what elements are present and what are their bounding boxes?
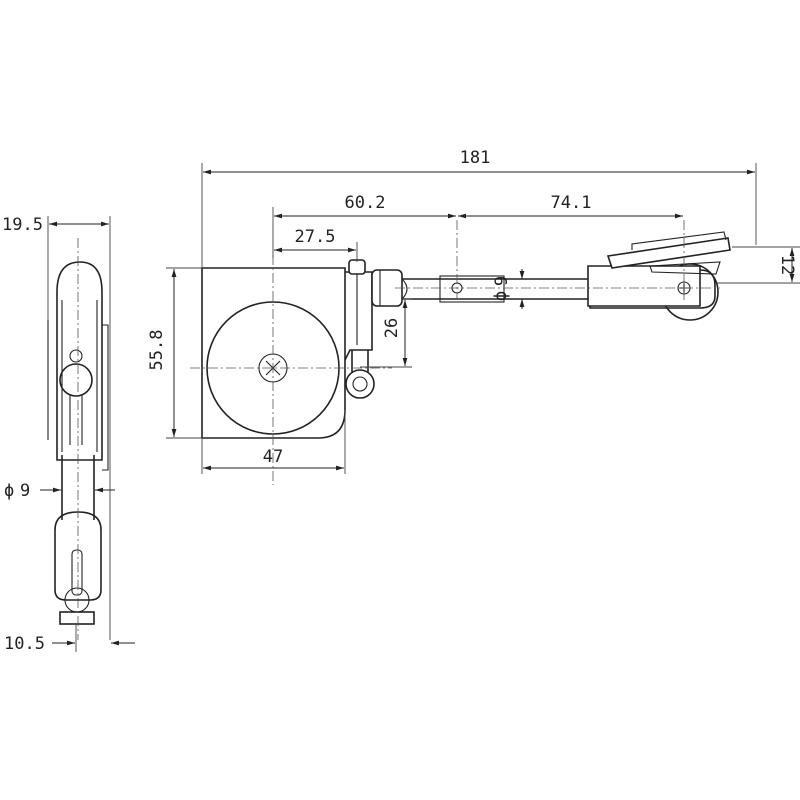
lower-knob <box>345 369 375 399</box>
side-knob <box>59 363 93 397</box>
mounting-plate <box>606 237 731 269</box>
side-housing <box>56 261 103 461</box>
side-housing-flange <box>47 320 109 471</box>
dim-60-2: 60.2 <box>345 193 386 213</box>
dim-10-5: 10.5 <box>4 634 45 654</box>
dim-rod-diameter-symbol: ϕ <box>491 291 511 301</box>
pivot-bracket <box>344 271 373 361</box>
rod <box>402 278 595 300</box>
front-view <box>190 220 731 485</box>
side-clamp <box>54 511 102 601</box>
dim-181: 181 <box>460 148 491 168</box>
rod-nose <box>401 278 408 300</box>
knob-link <box>351 350 369 372</box>
side-housing-inner <box>61 300 98 452</box>
side-knob-inner <box>69 349 83 363</box>
dim-47: 47 <box>263 447 283 467</box>
dim-26: 26 <box>382 318 402 338</box>
dim-55-8: 55.8 <box>147 330 167 371</box>
lower-knob-inner <box>352 376 368 392</box>
dim-side-rod-diameter-symbol: ϕ <box>4 481 14 501</box>
dim-27-5: 27.5 <box>295 227 336 247</box>
front-dimensions: 181 60.2 74.1 27.5 12 ϕ 9 55.8 26 <box>147 148 800 474</box>
side-rod <box>61 455 95 520</box>
side-view <box>47 238 109 640</box>
dim-rod-diameter: 9 <box>492 276 512 286</box>
dim-side-rod-diameter: 9 <box>20 481 30 501</box>
side-clamp-slot <box>71 549 83 596</box>
side-clamp-base <box>59 611 95 625</box>
mounting-plate-base <box>649 261 721 275</box>
side-knob-arm <box>69 395 83 445</box>
rod-sleeve <box>439 275 505 303</box>
end-clamp-cover <box>587 265 701 307</box>
dim-12: 12 <box>777 255 797 275</box>
side-dimensions: 19.5 ϕ 9 10.5 <box>2 215 135 654</box>
mounting-plate-lip <box>631 231 727 250</box>
dim-74-1: 74.1 <box>551 193 592 213</box>
pivot-pin-top <box>348 259 366 275</box>
dim-19-5: 19.5 <box>2 215 43 235</box>
